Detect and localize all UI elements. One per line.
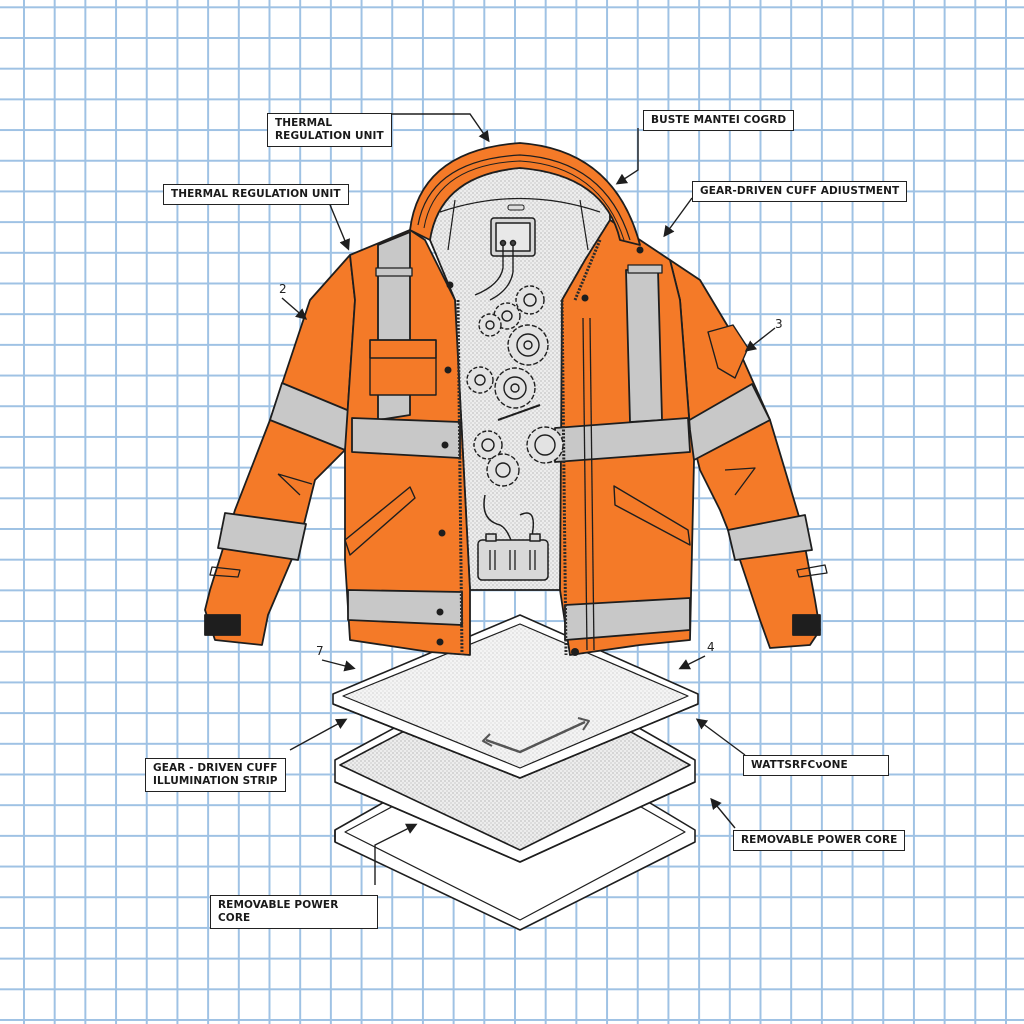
fold-arrow-icon <box>482 717 590 754</box>
marker-4: 4 <box>707 640 715 654</box>
snap-buttons <box>436 246 644 656</box>
left-hand-pocket <box>344 486 416 556</box>
callout-wattsrfcvone: WATTSRFCνONE <box>743 755 889 776</box>
chest-pocket <box>369 339 437 396</box>
callout-thermal-regulation-left: THERMAL REGULATION UNIT <box>163 184 349 205</box>
callout-buste-mantei: BUSTE MANTEI COGRD <box>643 110 795 131</box>
marker-2: 2 <box>279 282 287 296</box>
callout-gear-driven-cuff-adjustment: GEAR-DRIVEN CUFF ADIUSTMENT <box>692 181 908 202</box>
control-unit <box>474 204 536 301</box>
callout-thermal-regulation-top: THERMAL REGULATION UNIT <box>267 113 392 147</box>
left-zipper <box>456 299 464 656</box>
callout-removable-power-core-bottom: REMOVABLE POWER CORE <box>210 895 378 929</box>
sleeve-pocket <box>707 324 749 379</box>
marker-3: 3 <box>775 317 783 331</box>
gear-mechanism <box>466 285 564 487</box>
right-hand-pocket <box>613 485 691 546</box>
marker-7: 7 <box>316 644 324 658</box>
top-panel-layer <box>332 614 699 779</box>
callout-gear-driven-cuff-illumination: GEAR - DRIVEN CUFF ILLUMINATION STRIP <box>145 758 286 792</box>
leader-lines <box>281 113 776 885</box>
left-cuff-velcro <box>204 614 241 636</box>
right-zipper <box>560 299 568 656</box>
exploded-panels <box>332 614 699 931</box>
jacket-hood <box>409 142 641 246</box>
right-cuff-velcro <box>792 614 821 636</box>
jacket <box>204 142 828 656</box>
battery-pack <box>477 533 549 581</box>
callout-removable-power-core-right: REMOVABLE POWER CORE <box>733 830 906 851</box>
left-sleeve <box>204 254 356 646</box>
